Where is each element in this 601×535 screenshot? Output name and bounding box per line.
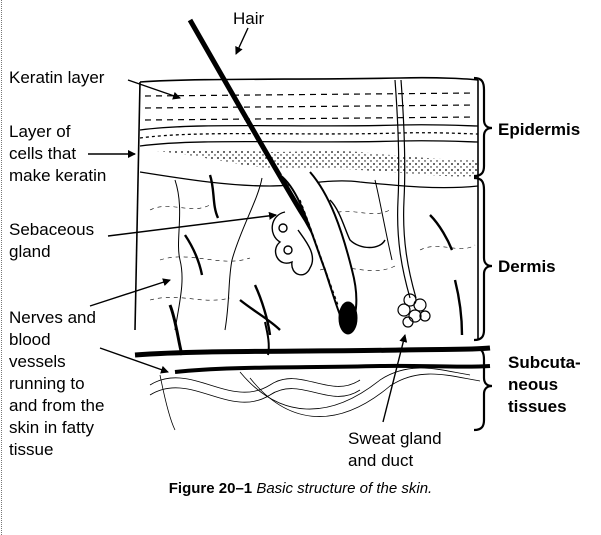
hair-follicle (190, 20, 357, 334)
region-braces (474, 78, 492, 430)
figure-caption: Figure 20–1 Basic structure of the skin. (0, 480, 601, 497)
sebaceous-pointer (108, 215, 276, 236)
subcutaneous-vessels (135, 348, 490, 372)
hair-pointer (236, 28, 248, 54)
subcutaneous-brace (474, 348, 492, 430)
dermis-label: Dermis (498, 256, 556, 278)
keratin-cells-label: Layer of cells that make keratin (9, 121, 106, 187)
nerves-vessels-label: Nerves and blood vessels running to and … (9, 307, 104, 461)
epidermis-cell-band (140, 125, 478, 146)
subcutaneous-label: Subcuta- neous tissues (508, 352, 581, 418)
fatty-tissue-lines (150, 368, 480, 430)
nerves-pointer-upper (90, 280, 170, 306)
keratin-layer-label: Keratin layer (9, 67, 104, 89)
epidermis-label: Epidermis (498, 119, 580, 141)
label-pointers (88, 28, 405, 422)
sweat-gland-label: Sweat gland and duct (348, 428, 442, 472)
figure-number: Figure 20–1 (169, 480, 252, 497)
sebaceous-gland-label: Sebaceous gland (9, 219, 94, 263)
keratin-layer-lines (145, 93, 475, 120)
keratin-layer-pointer (128, 80, 180, 98)
figure-caption-text: Basic structure of the skin. (256, 480, 432, 497)
dermis-brace (474, 178, 492, 340)
hair-label: Hair (233, 8, 264, 30)
